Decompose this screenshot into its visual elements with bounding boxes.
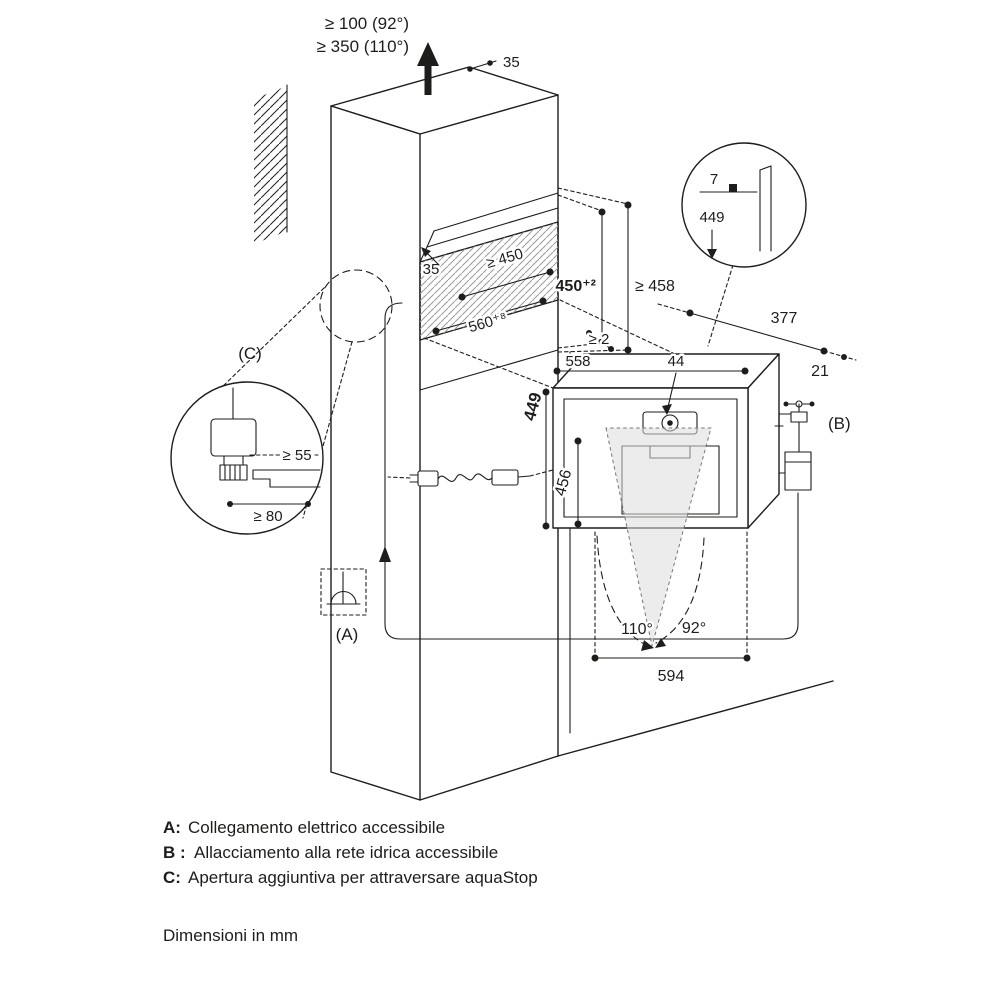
cable-path: [379, 302, 799, 640]
water-distance-dimension: 377 21: [657, 303, 857, 383]
dim-cutout-width: ≥ 55: [282, 447, 311, 464]
label-a: (A): [336, 625, 359, 644]
dim-clearance-110: ≥ 350 (110°): [317, 37, 409, 56]
aquastop-device: [210, 418, 257, 457]
water-tap: [774, 400, 815, 491]
dim-clearance-92: ≥ 100 (92°): [325, 14, 409, 33]
dim-594: 594: [658, 668, 685, 685]
detail-circle-top: 7 449: [681, 142, 807, 347]
legend-text-a: Collegamento elettrico accessibile: [188, 818, 445, 837]
dim-niche-outer-height: ≥ 458: [635, 278, 675, 295]
legend-key-b: B :: [163, 843, 186, 862]
aquastop-box: [784, 451, 812, 491]
dim-dispenser-44: 44: [668, 353, 685, 370]
dim-cutout-depth: ≥ 80: [253, 508, 282, 525]
door-swing-arcs: 110° 92°: [596, 427, 712, 651]
up-arrow-icon: [417, 42, 439, 66]
niche-opening: [419, 221, 559, 341]
dim-rear-gap: ≥ 2: [589, 331, 610, 348]
dim-detail-height: 449: [699, 209, 724, 226]
dim-niche-front-35: 35: [423, 261, 440, 278]
power-cord: [387, 469, 554, 487]
electrical-symbol: [320, 568, 367, 616]
dim-appliance-depth: 594: [591, 531, 751, 685]
threaded-collar: [219, 464, 248, 481]
legend-text-c: Apertura aggiuntiva per attraversare aqu…: [188, 868, 538, 887]
detail-circle-c: ≥ 55 ≥ 80: [170, 381, 324, 535]
dim-water-distance: 377: [771, 310, 798, 327]
top-clearance: ≥ 100 (92°) ≥ 350 (110°) 35: [317, 14, 520, 95]
dim-niche-height: 450⁺²: [556, 278, 596, 295]
dim-door-angle-110: 110°: [621, 621, 653, 638]
plug: [417, 470, 439, 487]
dim-water-offset: 21: [811, 363, 829, 380]
label-c: (C): [238, 344, 262, 363]
legend-key-c: C:: [163, 868, 181, 887]
cable-up-arrow: [379, 546, 391, 562]
legend-units: Dimensioni in mm: [163, 926, 298, 945]
dim-appliance-height: 449: [520, 390, 546, 422]
legend-text-b: Allacciamento alla rete idrica accessibi…: [194, 843, 498, 862]
label-b: (B): [828, 414, 851, 433]
tall-cabinet: [330, 66, 834, 801]
dim-top-panel-35: 35: [503, 54, 520, 71]
connector: [491, 469, 519, 486]
wall-hatch: [254, 84, 288, 244]
dim-appliance-width: 558: [565, 353, 590, 370]
legend-key-a: A:: [163, 818, 181, 837]
floor-line: [557, 680, 834, 757]
legend: A: Collegamento elettrico accessibile B …: [163, 818, 538, 945]
fixing-point: [729, 184, 737, 192]
dim-door-angle-92: 92°: [682, 620, 706, 637]
dim-detail-top-gap: 7: [710, 171, 718, 188]
